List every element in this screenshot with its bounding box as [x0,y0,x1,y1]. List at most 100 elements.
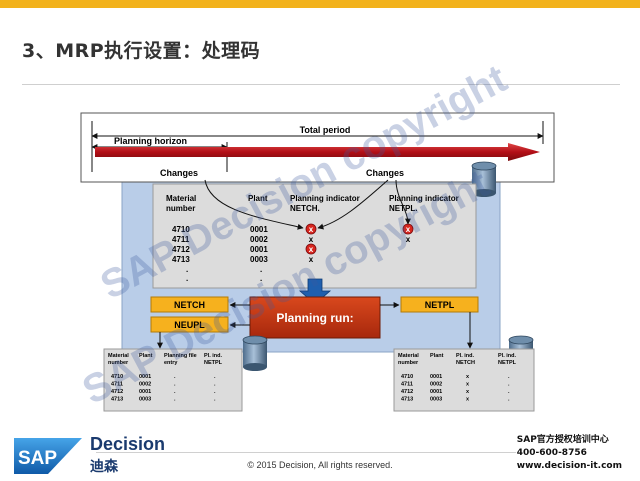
change-arrow-right [395,179,411,225]
footer-copyright: © 2015 Decision, All rights reserved. [247,460,393,470]
main-header-netpl-line2: NETPL. [389,204,417,213]
title-divider [22,84,620,85]
main-header-material-line2: number [166,204,195,213]
main-header-material-line1: Material [166,194,196,203]
neupl-box-label: NEUPL [174,320,205,330]
small-table-cell: 4710 [401,374,413,380]
planning-run-label: Planning run: [276,311,353,325]
page-title: 3、MRP执行设置：处理码 [22,40,261,62]
main-cell-netpl: x [406,225,411,234]
netpl-box [400,296,479,313]
small-table-cell: 0003 [430,397,442,403]
neupl-box [150,316,229,333]
small-table-cell: x [466,382,470,388]
small-table-header: Plant [430,353,444,359]
small-table-cell: x [466,397,470,403]
small-table-cell: 4711 [401,382,413,388]
main-header-netch-line2: NETCH. [290,204,320,213]
main-header-netpl: Planning indicator NETPL. [389,194,461,213]
main-cell-material: 4712 [172,245,190,254]
small-table-header: Pl. ind. [456,353,475,359]
main-cell-plant: 0001 [250,245,268,254]
small-table-header: number [108,360,129,366]
small-table-header: NETCH [456,360,475,366]
main-cell-material: 4713 [172,255,190,264]
small-table-cell: . [174,382,176,388]
main-header-netpl-line1: Planning indicator [389,194,459,203]
small-table-header: NETPL [204,360,223,366]
netch-box-label: NETCH [174,300,205,310]
changed-marker-netch [305,223,317,235]
small-table-header: Material [108,353,129,359]
small-table-header: NETPL [498,360,517,366]
small-table-cell: . [214,389,216,395]
small-table-cell: . [174,397,176,403]
footer-divider [96,452,516,453]
contact-phone: 400-600-8756 [516,448,587,458]
main-ellipsis-plant: . [260,274,262,283]
total-period-label: Total period [300,125,351,135]
sap-logo-text: SAP [18,448,57,469]
database-icon-left [242,335,268,371]
main-ellipsis-material: . [186,274,188,283]
main-cell-netch: x [309,255,314,264]
right-result-table [393,348,535,412]
changes-left-label: Changes [160,168,198,178]
main-cell-plant: 0002 [250,235,268,244]
brand-name-english: Decision [90,434,166,454]
small-table-cell: x [466,389,470,395]
contact-website: www.decision-it.com [516,461,622,471]
main-ellipsis-material: . [186,265,188,274]
netpl-box-label: NETPL [425,300,455,310]
small-table-cell: 4711 [111,382,123,388]
changes-right-label: Changes [366,168,404,178]
netch-box [150,296,229,313]
small-table-cell: 4713 [401,397,413,403]
small-table-cell: 0001 [430,389,442,395]
small-table-cell: . [174,389,176,395]
small-table-cell: . [214,374,216,380]
small-table-cell: 0002 [430,382,442,388]
small-table-header: Pl. ind. [498,353,517,359]
small-table-cell: . [214,382,216,388]
small-table-cell: 4710 [111,374,123,380]
main-ellipsis-plant: . [260,265,262,274]
timeline-red-arrow [95,143,540,161]
main-header-netch-line1: Planning indicator [290,194,360,203]
small-table-cell: . [174,374,176,380]
top-accent-bar [0,0,640,8]
main-header-netch: Planning indicator NETCH. [290,194,362,213]
small-table-cell: . [508,389,510,395]
main-cell-plant: 0003 [250,255,268,264]
small-table-cell: 4712 [401,389,413,395]
brand-name-chinese: 迪森 [90,459,118,475]
small-table-header: number [398,360,419,366]
small-table-cell: 4713 [111,397,123,403]
small-table-header: Planning file [164,353,197,359]
small-table-header: Plant [139,353,153,359]
small-table-cell: 0002 [139,382,151,388]
contact-training-center: SAP官方授权培训中心 [516,435,609,445]
change-arrow-left [204,179,304,230]
main-header-plant: Plant [248,194,268,203]
main-header-material: Material number [166,194,198,213]
left-result-table [103,348,243,412]
small-table-cell: 0001 [139,389,151,395]
small-table-header: Material [398,353,419,359]
main-cell-material: 4710 [172,225,190,234]
small-table-cell: 0001 [139,374,151,380]
small-table-cell: 4712 [111,389,123,395]
main-cell-plant: 0001 [250,225,268,234]
planning-horizon-label: Planning horizon [114,136,187,146]
change-arrow-right-to-netch [317,179,389,230]
main-material-table [152,183,477,289]
small-table-cell: 0003 [139,397,151,403]
small-table-cell: x [466,374,470,380]
changed-marker-netch [305,243,317,255]
main-cell-material: 4711 [172,235,190,244]
contact-block: SAP官方授权培训中心 400-600-8756 www.decision-it… [517,434,622,473]
small-table-header: Pl. ind. [204,353,223,359]
sap-logo: SAP [14,438,82,474]
